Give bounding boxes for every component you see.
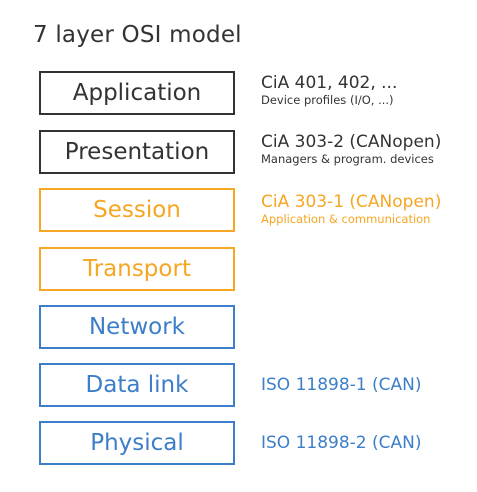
layer-transport: Transport xyxy=(39,247,235,291)
note-application: CiA 401, 402, ... Device profiles (I/O, … xyxy=(261,73,397,108)
note-application-main: CiA 401, 402, ... xyxy=(261,73,398,93)
layer-application: Application xyxy=(39,71,235,115)
diagram-title: 7 layer OSI model xyxy=(33,22,242,48)
layer-session: Session xyxy=(39,188,235,232)
note-presentation-main: CiA 303-2 (CANopen) xyxy=(261,132,442,152)
note-presentation-sub: Managers & program. devices xyxy=(261,152,434,166)
layer-presentation: Presentation xyxy=(39,130,235,174)
note-data-link: ISO 11898-1 (CAN) xyxy=(261,375,422,395)
note-presentation: CiA 303-2 (CANopen) Managers & program. … xyxy=(261,132,441,167)
note-session: CiA 303-1 (CANopen) Application & commun… xyxy=(261,192,441,227)
note-session-main: CiA 303-1 (CANopen) xyxy=(261,192,442,212)
note-data-link-main: ISO 11898-1 (CAN) xyxy=(261,375,422,395)
layer-physical: Physical xyxy=(39,421,235,465)
layer-data-link: Data link xyxy=(39,363,235,407)
note-session-sub: Application & communication xyxy=(261,212,431,226)
layer-network: Network xyxy=(39,305,235,349)
note-physical-main: ISO 11898-2 (CAN) xyxy=(261,433,422,453)
note-physical: ISO 11898-2 (CAN) xyxy=(261,433,422,453)
note-application-sub: Device profiles (I/O, ...) xyxy=(261,93,394,107)
